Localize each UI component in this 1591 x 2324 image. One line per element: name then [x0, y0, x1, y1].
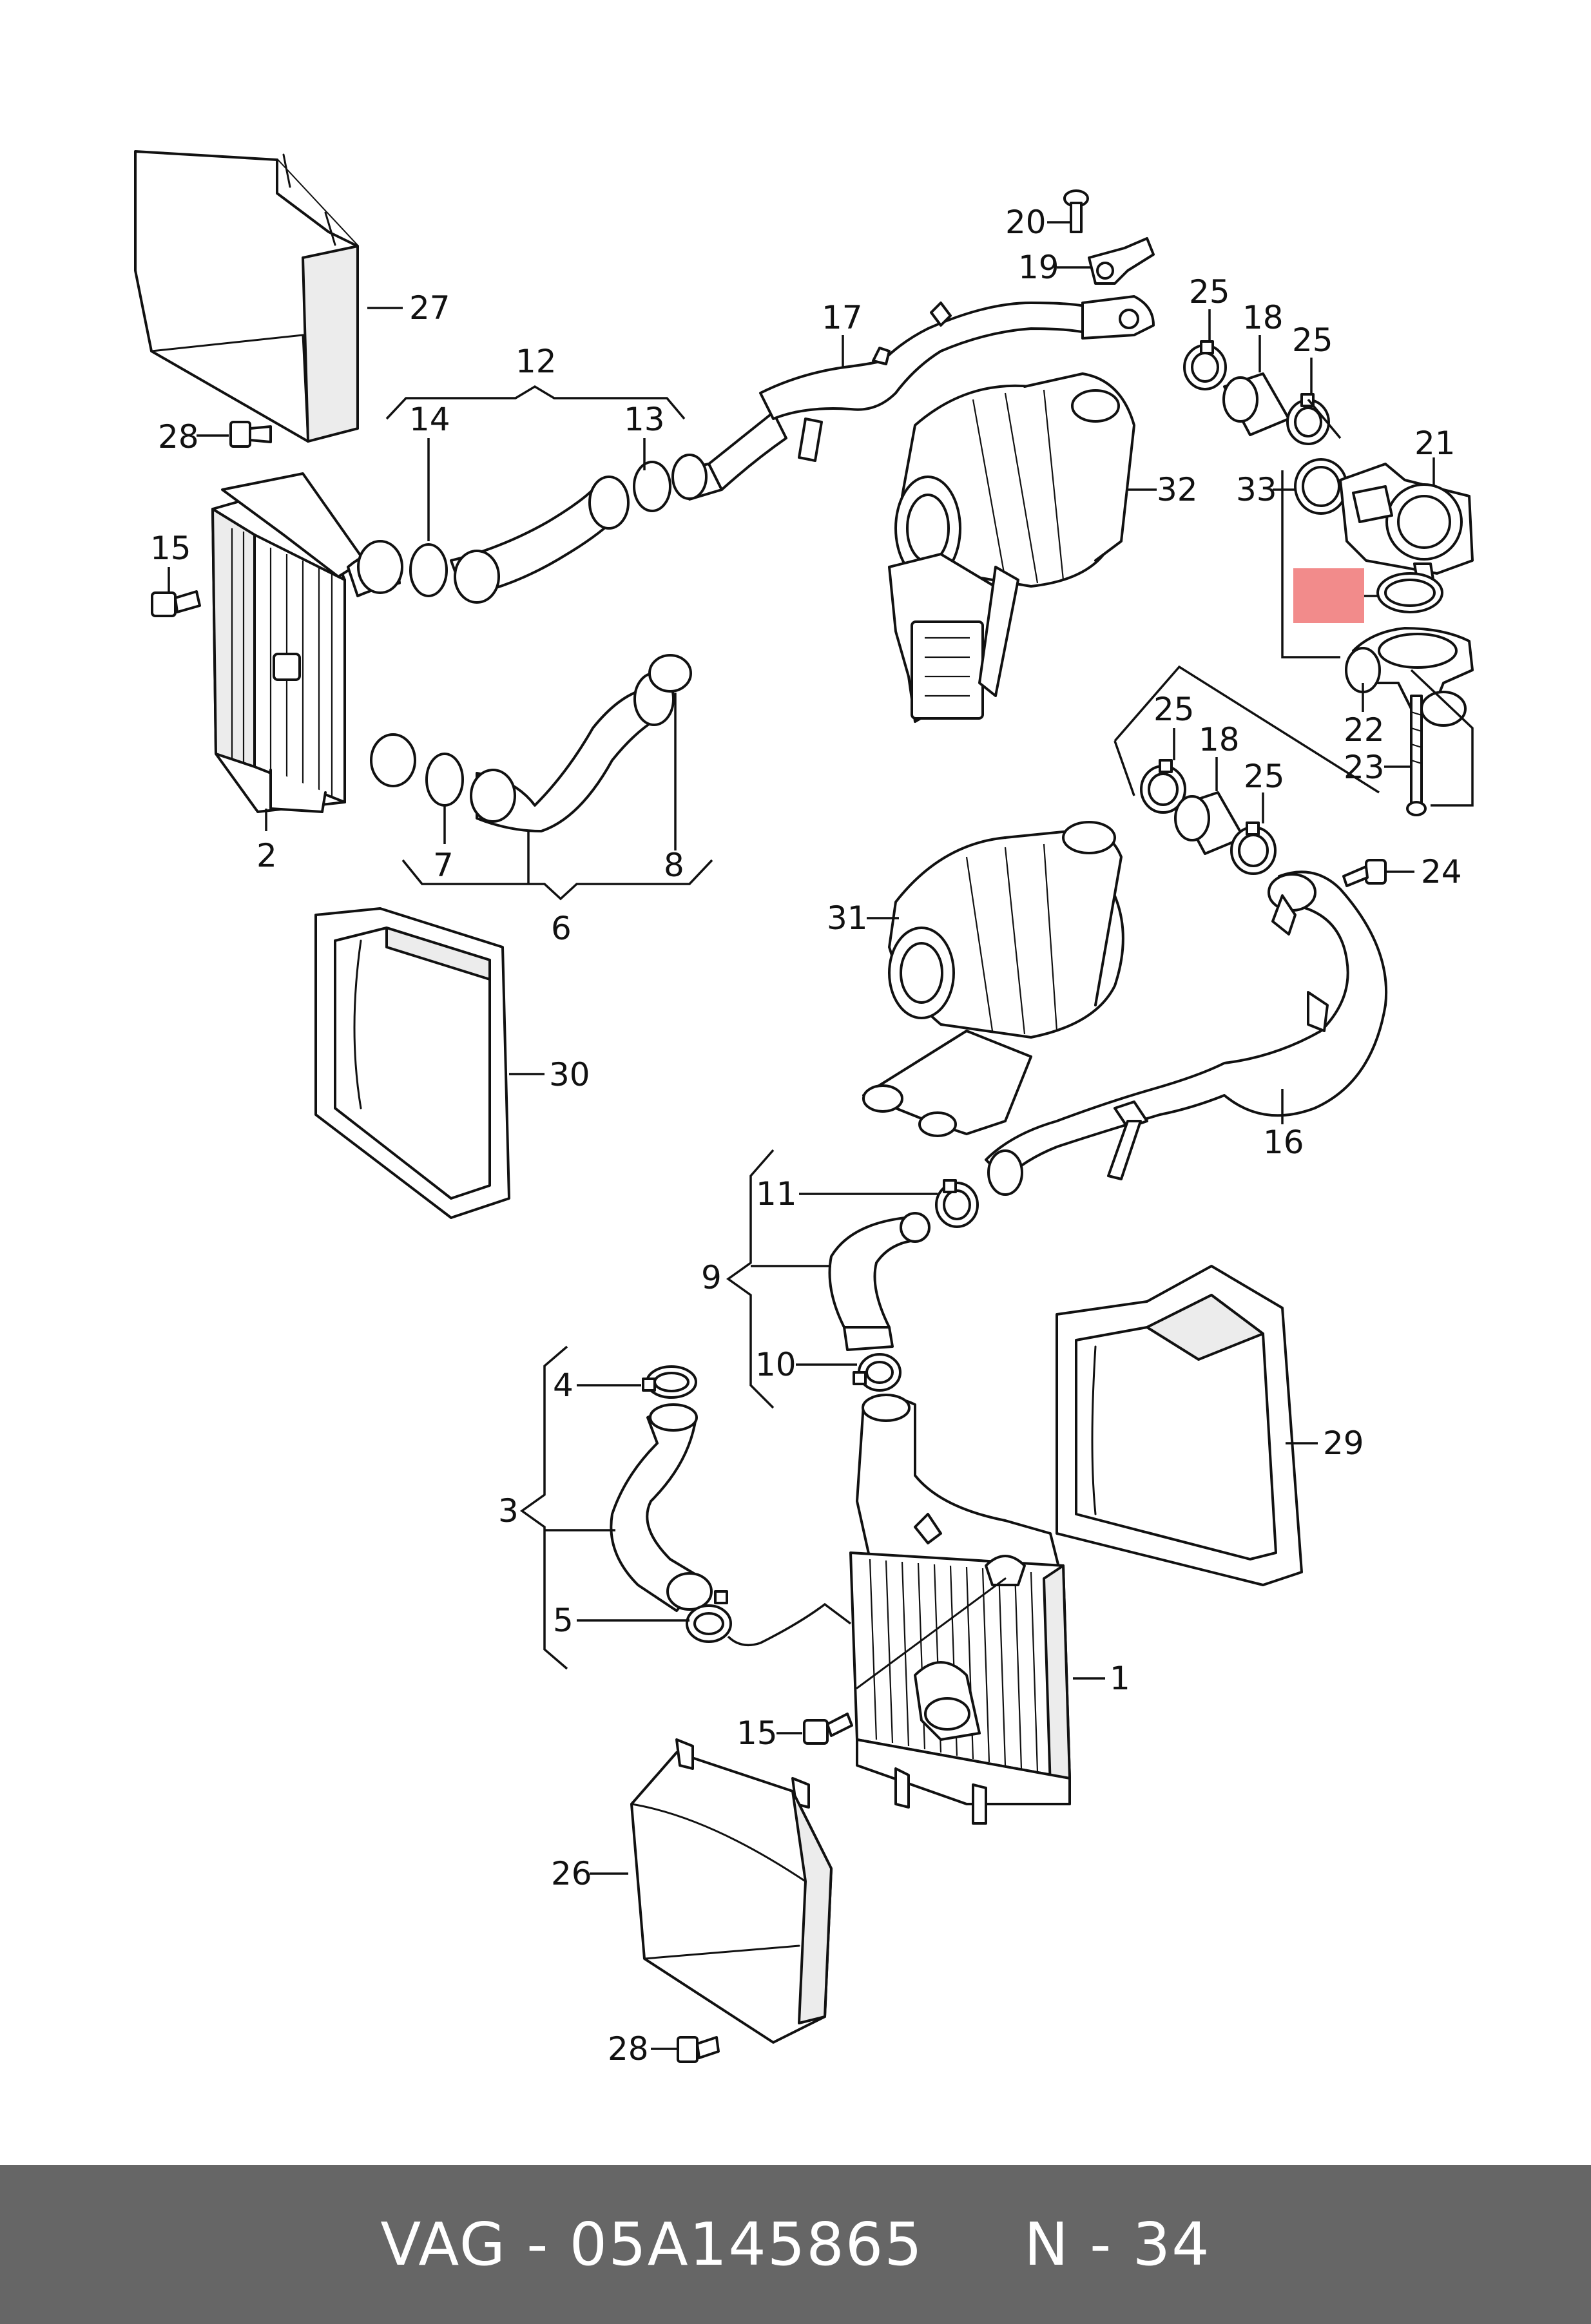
label-25-a: 25 — [1189, 273, 1230, 311]
label-31: 31 — [827, 899, 868, 937]
label-5: 5 — [553, 1602, 574, 1639]
bolt-28-lower — [677, 2036, 720, 2063]
hose-9 — [828, 1179, 979, 1392]
label-30: 30 — [549, 1056, 590, 1093]
label-22: 22 — [1344, 711, 1385, 749]
clamp-25-mid-a — [1140, 759, 1186, 814]
bolt-28-upper — [229, 421, 272, 448]
label-23: 23 — [1344, 749, 1385, 786]
screw-24 — [1342, 859, 1387, 887]
turbocharger-31 — [862, 821, 1124, 1137]
hose-6 — [370, 654, 692, 832]
pipe-16 — [985, 870, 1388, 1196]
label-7: 7 — [433, 847, 454, 884]
label-3: 3 — [498, 1492, 519, 1530]
label-8: 8 — [664, 847, 684, 884]
parts-diagram: 27 28 12 14 13 15 2 7 8 6 17 20 19 25 18… — [134, 150, 1474, 2068]
clamp-25-upper-a — [1183, 340, 1227, 390]
highlight-box-34 — [1293, 568, 1364, 623]
label-19: 19 — [1018, 249, 1059, 286]
label-15-upper: 15 — [150, 530, 191, 567]
label-13: 13 — [624, 401, 665, 438]
pipe-17 — [759, 295, 1155, 462]
label-25-c: 25 — [1153, 691, 1195, 728]
label-26: 26 — [551, 1855, 592, 1892]
clamp-25-upper-b — [1286, 393, 1330, 445]
turbocharger-32 — [888, 372, 1135, 723]
label-21: 21 — [1414, 425, 1456, 462]
label-33: 33 — [1236, 471, 1277, 508]
label-1: 1 — [1110, 1660, 1130, 1697]
label-20: 20 — [1005, 204, 1046, 241]
label-28-upper: 28 — [158, 418, 199, 456]
bolt-15-lower — [803, 1713, 853, 1745]
label-16: 16 — [1263, 1124, 1304, 1161]
label-25-b: 25 — [1292, 322, 1333, 359]
air-guide-27 — [134, 150, 359, 443]
label-18-b: 18 — [1199, 721, 1240, 758]
label-32: 32 — [1157, 471, 1198, 508]
air-guide-26 — [630, 1738, 833, 2044]
o-ring-34 — [1376, 572, 1443, 613]
label-12: 12 — [516, 343, 557, 380]
label-10: 10 — [755, 1346, 796, 1383]
clamp-25-mid-b — [1230, 821, 1277, 875]
label-15-lower: 15 — [737, 1714, 778, 1752]
label-14: 14 — [409, 401, 450, 438]
group-bracket-25-18 — [1114, 665, 1380, 796]
hose-3 — [610, 1365, 732, 1643]
air-shroud-30 — [314, 907, 510, 1219]
intercooler-2 — [211, 472, 365, 813]
bolt-15-upper — [151, 590, 201, 617]
screw-20 — [1063, 189, 1089, 233]
label-6: 6 — [551, 910, 572, 947]
label-27: 27 — [409, 289, 450, 327]
air-shroud-29 — [1056, 1265, 1303, 1586]
part-labels: 27 28 12 14 13 15 2 7 8 6 17 20 19 25 18… — [150, 204, 1462, 2068]
sensor-19 — [1088, 237, 1155, 285]
label-28-lower: 28 — [608, 2030, 649, 2068]
group-bracket-21-22 — [1281, 398, 1474, 807]
label-17: 17 — [822, 299, 863, 336]
label-4: 4 — [553, 1367, 574, 1404]
label-18-a: 18 — [1242, 299, 1284, 336]
hose-12 — [347, 411, 787, 604]
intercooler-1 — [849, 1394, 1071, 1825]
leader-lines — [168, 221, 1435, 2050]
bolt-23 — [1406, 695, 1427, 816]
label-24: 24 — [1421, 853, 1462, 890]
label-11: 11 — [756, 1175, 797, 1213]
footer-part-number: VAG - 05A145865 N - 34 — [380, 2210, 1211, 2279]
o-ring-33 — [1294, 458, 1348, 515]
throttle-valve-21 — [1339, 463, 1474, 584]
footer-bar: VAG - 05A145865 N - 34 — [0, 2165, 1591, 2324]
sleeve-18-upper — [1222, 372, 1290, 436]
label-25-d: 25 — [1244, 758, 1285, 795]
label-9: 9 — [701, 1259, 722, 1296]
label-2: 2 — [256, 837, 277, 874]
label-29: 29 — [1323, 1425, 1364, 1462]
